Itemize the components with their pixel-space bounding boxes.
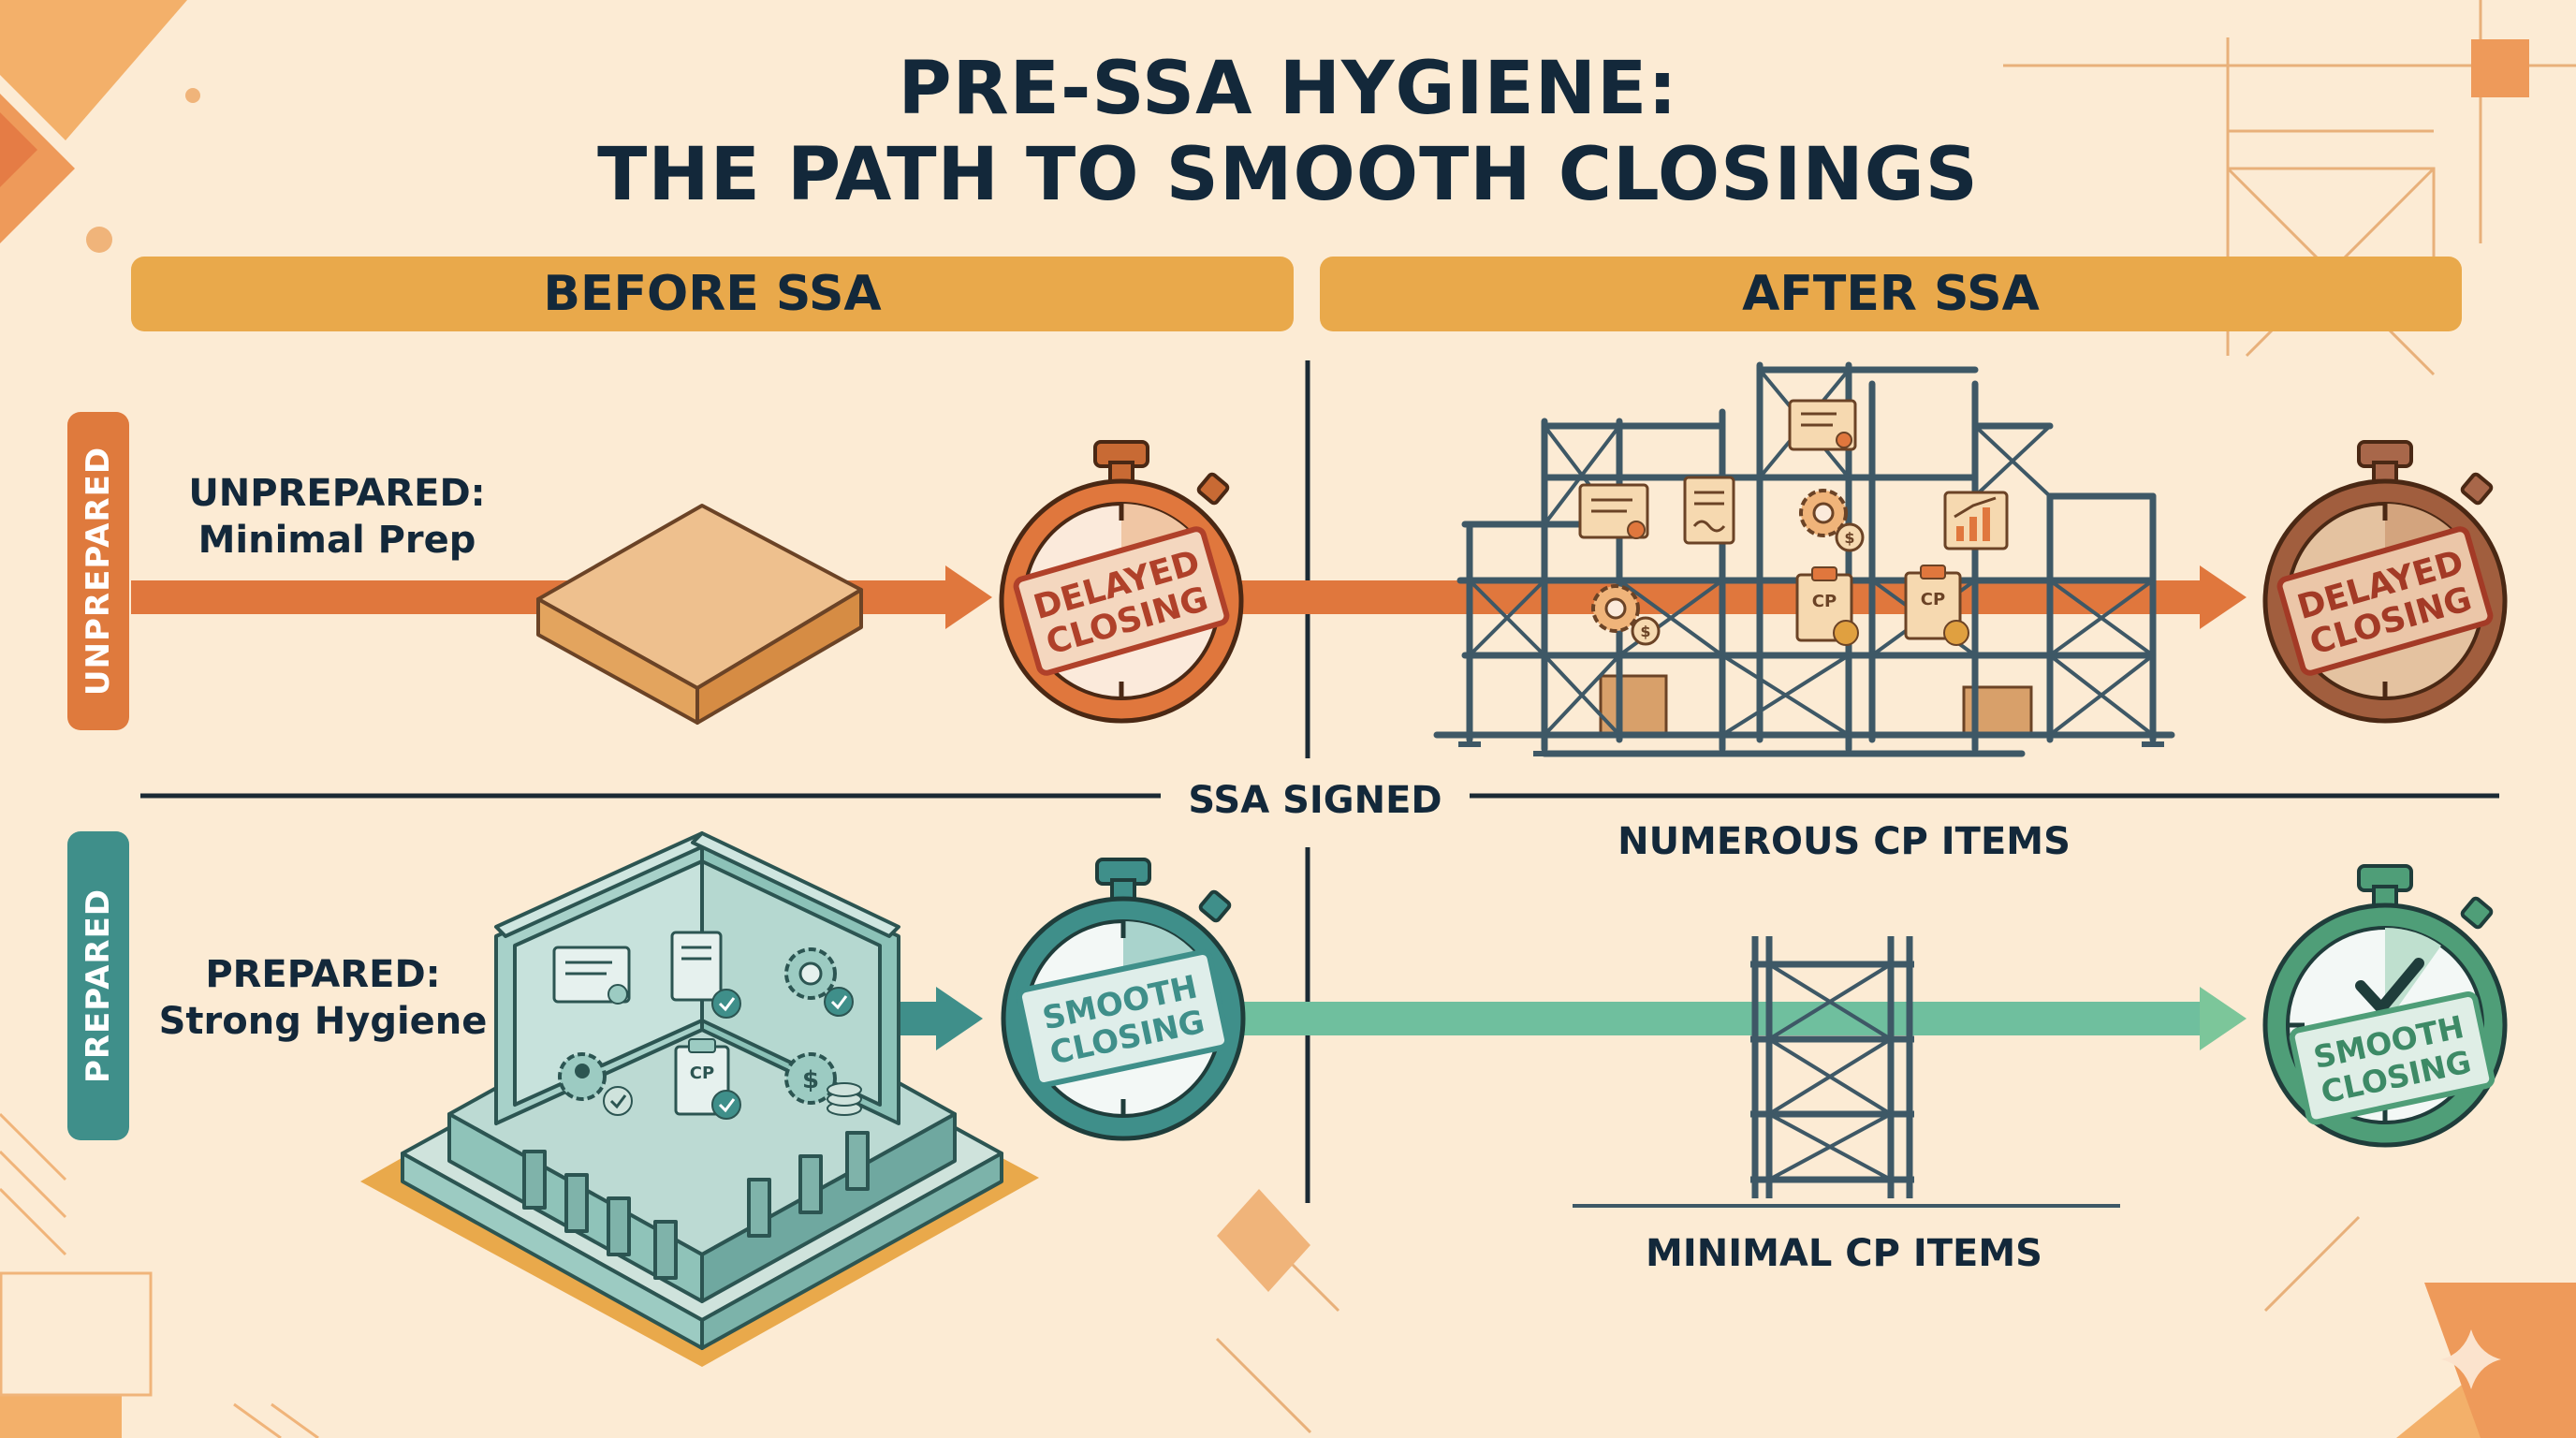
decorative-corner-top-left xyxy=(0,0,200,253)
column-header-after-ssa: AFTER SSA xyxy=(1320,257,2462,331)
prepared-heading: PREPARED: xyxy=(205,953,441,996)
minimal-prep-slab xyxy=(536,504,863,725)
prepared-arrow-after xyxy=(1236,987,2247,1050)
unprepared-subheading: Minimal Prep xyxy=(198,519,476,562)
decorative-corner-bottom-right xyxy=(1215,1189,2576,1438)
checkmark-icon xyxy=(2355,958,2424,1014)
dollar-label: $ xyxy=(802,1066,819,1094)
certificate-icon xyxy=(552,946,631,1005)
contract-document-icon xyxy=(1683,476,1735,545)
decorative-corner-bottom-left xyxy=(0,1112,319,1438)
minimal-cp-items-label: MINIMAL CP ITEMS xyxy=(1646,1232,2042,1275)
scaffolding-numerous-cp: $ $ CP xyxy=(1433,361,2175,757)
cp-tag: CP xyxy=(690,1064,714,1083)
dollar-coins-icon: $ xyxy=(784,1052,862,1116)
gear-dollar-icon: $ xyxy=(1591,584,1661,646)
dollar-label: $ xyxy=(1640,623,1650,640)
unprepared-arrow-after xyxy=(1236,565,2247,629)
user-gear-icon xyxy=(558,1052,633,1116)
decorative-square xyxy=(2471,39,2529,97)
certificate-icon xyxy=(1578,483,1649,539)
cp-clipboard-icon: CP xyxy=(1795,566,1859,646)
cp-clipboard-icon: CP xyxy=(674,1038,741,1120)
scaffolding-minimal-cp xyxy=(1573,936,2120,1208)
gear-check-icon xyxy=(784,947,854,1017)
row-tab-prepared: PREPARED xyxy=(67,831,129,1140)
contract-document-icon xyxy=(670,931,741,1019)
numerous-cp-items-label: NUMEROUS CP ITEMS xyxy=(1617,820,2071,863)
cp-clipboard-icon: CP xyxy=(1904,565,1969,646)
row-tab-label: UNPREPARED xyxy=(80,446,117,697)
page-title-line2: THE PATH TO SMOOTH CLOSINGS xyxy=(597,133,1979,217)
certificate-icon xyxy=(1788,399,1857,451)
stopwatch-smooth-before: SMOOTH CLOSING xyxy=(1001,858,1246,1141)
cp-tag: CP xyxy=(1921,590,1945,609)
column-header-before-ssa: BEFORE SSA xyxy=(131,257,1294,331)
stopwatch-smooth-after: SMOOTH CLOSING xyxy=(2262,864,2508,1148)
prepared-description: PREPARED: Strong Hygiene xyxy=(140,951,505,1045)
unprepared-heading: UNPREPARED: xyxy=(188,472,486,515)
row-tab-label: PREPARED xyxy=(80,888,117,1084)
foundation-documents: CP $ xyxy=(552,931,862,1120)
prepared-subheading: Strong Hygiene xyxy=(158,1000,488,1043)
cp-tag: CP xyxy=(1812,592,1837,611)
dollar-label: $ xyxy=(1844,529,1854,547)
stopwatch-delayed-after: DELAYED CLOSING xyxy=(2262,440,2508,724)
stopwatch-delayed-before: DELAYED CLOSING xyxy=(999,440,1244,724)
row-tab-unprepared: UNPREPARED xyxy=(67,412,129,730)
ssa-signed-label: SSA SIGNED xyxy=(1161,779,1470,822)
page-title-line1: PRE-SSA HYGIENE: xyxy=(898,47,1678,131)
strong-hygiene-foundation xyxy=(360,831,1039,1367)
unprepared-description: UNPREPARED: Minimal Prep xyxy=(168,470,505,564)
growth-chart-icon xyxy=(1943,491,2009,550)
gear-dollar-icon: $ xyxy=(1799,489,1865,552)
